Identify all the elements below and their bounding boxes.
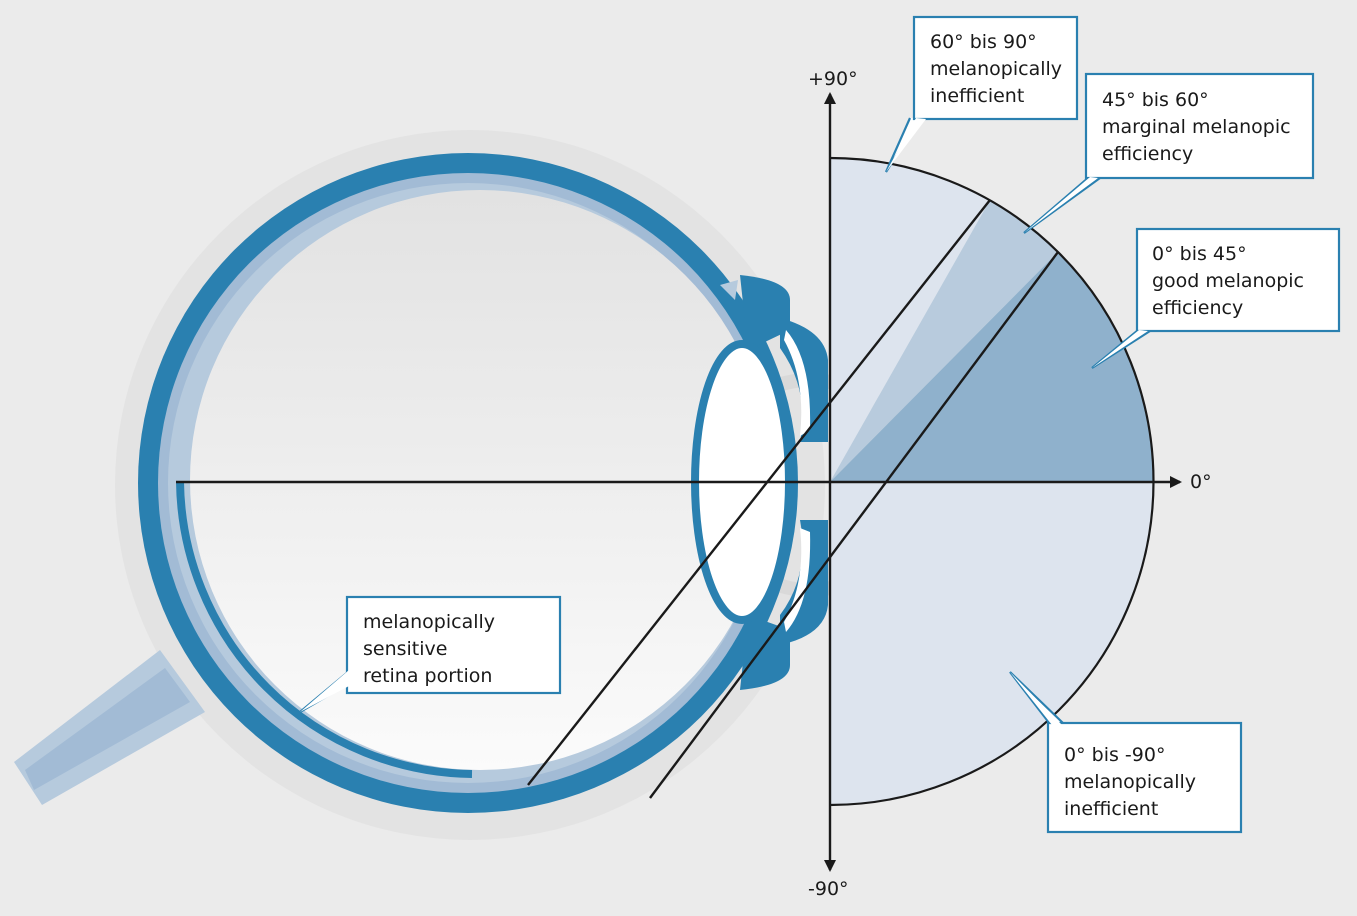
callout-0-minus90: 0° bis -90° melanopically inefficient xyxy=(1009,671,1243,834)
optic-nerve-core xyxy=(25,668,190,790)
callout-60-90-box xyxy=(912,15,1079,121)
callout-45-60-line1: 45° bis 60° xyxy=(1102,89,1209,111)
callout-60-90-line3: inefficient xyxy=(930,85,1024,107)
callout-0-minus90-line3: inefficient xyxy=(1064,798,1158,820)
ciliary-upper xyxy=(740,275,790,350)
callout-45-60-box xyxy=(1084,72,1315,180)
ciliary-lower xyxy=(740,615,790,690)
callout-45-60-line2: marginal melanopic xyxy=(1102,116,1291,138)
callout-retina-line2: sensitive xyxy=(363,638,447,660)
callout-0-45-line2: good melanopic xyxy=(1152,270,1304,292)
vitreous xyxy=(190,190,770,770)
callout-0-45-line3: efficiency xyxy=(1152,297,1243,319)
callout-retina: melanopically sensitive retina portion xyxy=(299,595,562,713)
zone-45-to-60 xyxy=(830,200,1058,482)
zone-0-to-minus90 xyxy=(830,482,1153,805)
zone-60-to-90 xyxy=(830,157,990,482)
callout-60-90-line1: 60° bis 90° xyxy=(930,31,1037,53)
callout-0-45-line1: 0° bis 45° xyxy=(1152,243,1247,265)
callout-60-90: 60° bis 90° melanopically inefficient xyxy=(884,15,1079,173)
callout-retina-box xyxy=(345,595,562,695)
callout-60-90-line2: melanopically xyxy=(930,58,1062,80)
callout-45-60: 45° bis 60° marginal melanopic efficienc… xyxy=(1023,72,1315,234)
callout-0-minus90-line2: melanopically xyxy=(1064,771,1196,793)
callout-45-60-line3: efficiency xyxy=(1102,143,1193,165)
axis-label-0: 0° xyxy=(1190,471,1212,493)
callout-retina-line1: melanopically xyxy=(363,611,495,633)
callout-0-45: 0° bis 45° good melanopic efficiency xyxy=(1091,227,1341,369)
zones-group xyxy=(830,157,1154,805)
ray-60deg xyxy=(527,199,991,786)
zone-0-to-45 xyxy=(830,252,1154,482)
axis-label-minus90: -90° xyxy=(808,878,849,900)
iris-gap-lower xyxy=(784,528,811,632)
sensitive-retina-rim xyxy=(176,481,473,778)
callout-0-45-box xyxy=(1135,227,1341,333)
callout-0-minus90-line1: 0° bis -90° xyxy=(1064,744,1165,766)
callout-retina-line3: retina portion xyxy=(363,665,492,687)
callout-0-minus90-box xyxy=(1046,721,1243,834)
axis-label-plus90: +90° xyxy=(808,68,858,90)
iris-gap-upper xyxy=(784,330,811,436)
ray-45deg xyxy=(649,251,1059,799)
